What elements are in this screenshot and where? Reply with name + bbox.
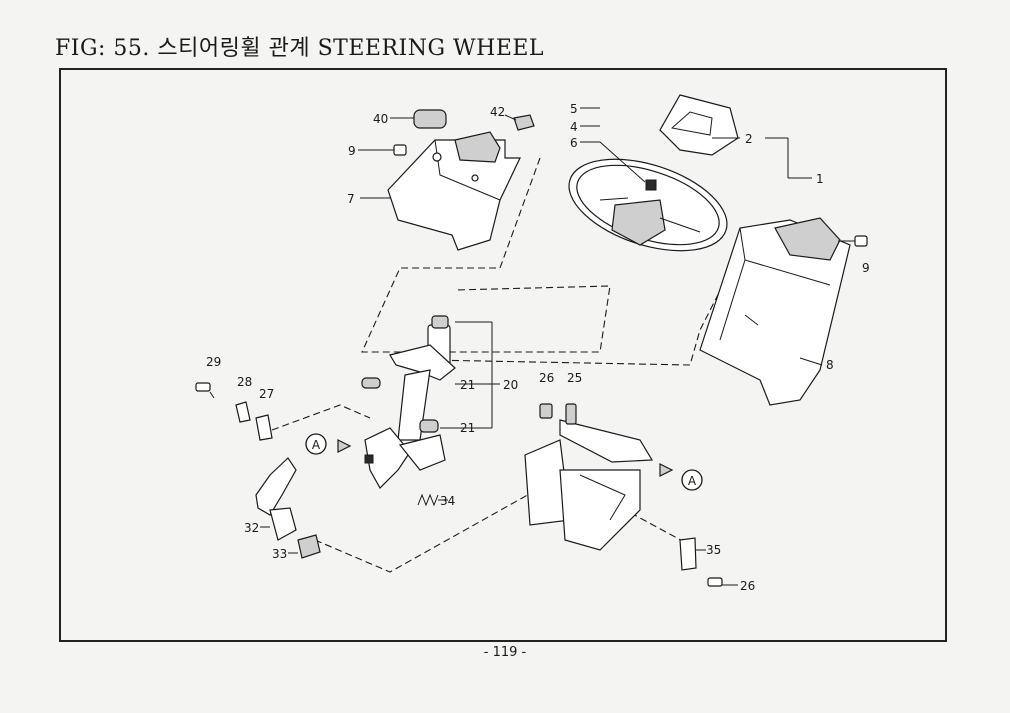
callout-leaders <box>492 107 812 385</box>
diagram-frame <box>59 68 947 642</box>
part-2-horn-pad <box>659 94 740 156</box>
callout-27: 27 <box>259 387 274 401</box>
callout-26-lower: 26 <box>740 579 755 593</box>
callout-26-upper: 26 <box>539 371 554 385</box>
reference-arrows <box>337 439 674 477</box>
part-40-horn-cap <box>390 109 447 129</box>
part-9-screw-right <box>838 235 868 247</box>
part-34-spring <box>417 493 448 507</box>
callout-21-upper: 21 <box>460 378 475 392</box>
callout-8: 8 <box>826 358 834 372</box>
callout-40: 40 <box>373 112 388 126</box>
callout-21-lower: 21 <box>460 421 475 435</box>
callout-7: 7 <box>347 192 355 206</box>
callout-34: 34 <box>440 494 455 508</box>
part-7-upper-column-cover <box>360 131 521 251</box>
callout-28: 28 <box>237 375 252 389</box>
steering-wheel <box>568 158 728 252</box>
figure-title: FIG: 55. 스티어링휠 관계 STEERING WHEEL <box>55 36 545 61</box>
part-8-lower-column-cover <box>699 217 851 406</box>
reference-mark-right: A <box>681 469 703 491</box>
page-number: - 119 - <box>483 645 527 660</box>
callout-2: 2 <box>745 132 753 146</box>
callout-20: 20 <box>503 378 518 392</box>
callout-5: 5 <box>570 102 578 116</box>
left-lever-group <box>195 382 321 559</box>
callout-1: 1 <box>816 172 824 186</box>
callout-25: 25 <box>567 371 582 385</box>
right-bracket-assembly <box>524 403 738 587</box>
callout-35: 35 <box>706 543 721 557</box>
callout-6: 6 <box>570 136 578 150</box>
callout-29: 29 <box>206 355 221 369</box>
callout-33: 33 <box>272 547 287 561</box>
callout-labels: 1 2 4 5 6 7 8 9 9 20 21 21 25 26 26 27 2… <box>206 102 870 593</box>
callout-32: 32 <box>244 521 259 535</box>
steering-column-assembly <box>361 315 493 489</box>
callout-4: 4 <box>570 120 578 134</box>
callout-9-left: 9 <box>348 144 356 158</box>
callout-9-right: 9 <box>862 261 870 275</box>
reference-mark-left-label: A <box>312 438 321 452</box>
callout-42: 42 <box>490 105 505 119</box>
reference-mark-right-label: A <box>688 474 697 488</box>
part-42-clip <box>504 114 535 131</box>
reference-mark-left: A <box>305 433 327 455</box>
part-9-screw-left <box>358 144 407 156</box>
